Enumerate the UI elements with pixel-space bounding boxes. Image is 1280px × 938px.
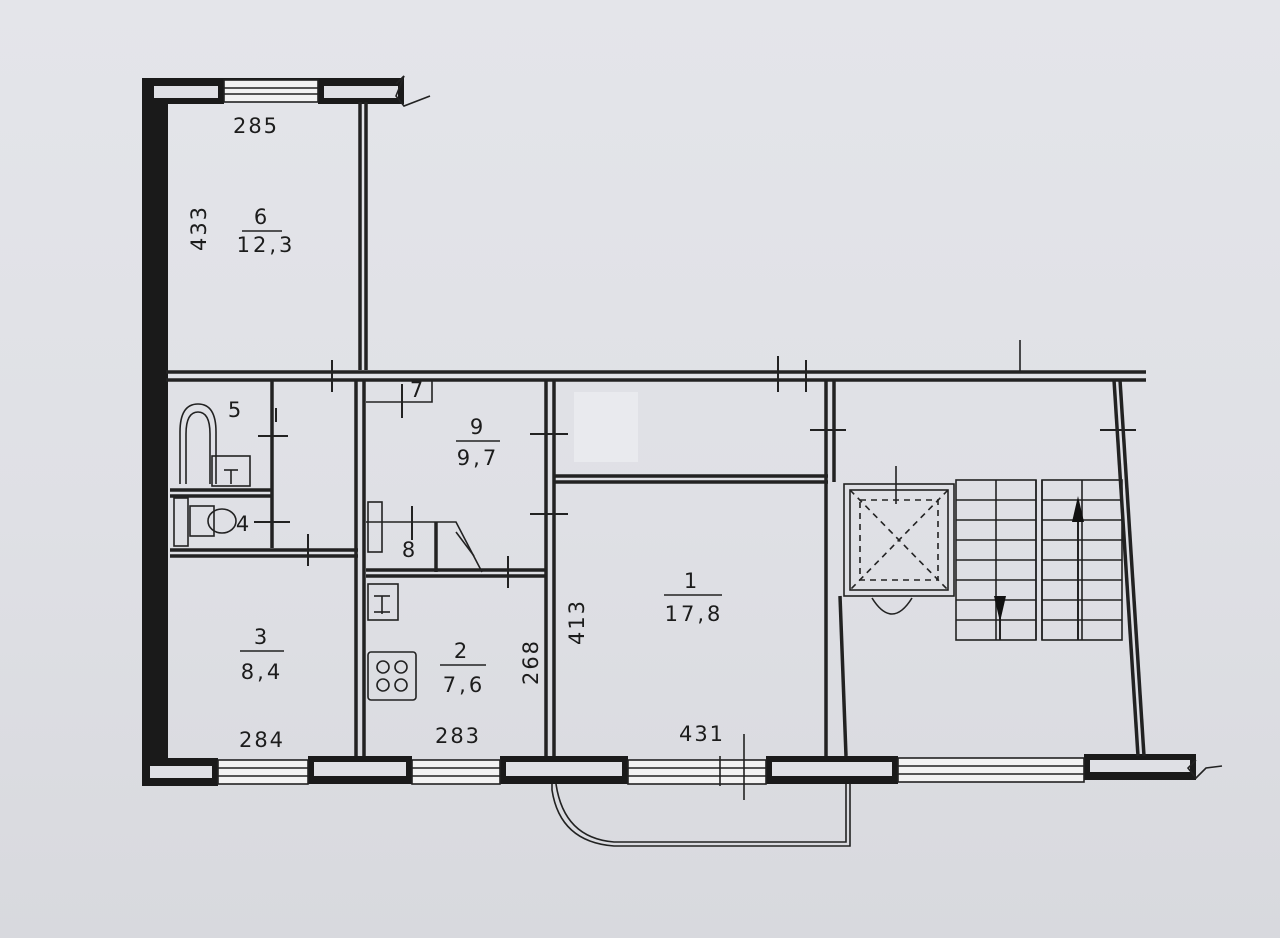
windows (217, 79, 1085, 786)
kitchen-sink-icon (367, 583, 399, 621)
dimension-284: 284 (239, 728, 285, 752)
balcony (551, 734, 851, 847)
room-8-number: 8 (402, 538, 418, 562)
outer-walls (142, 75, 1223, 786)
staircase (955, 479, 1123, 641)
interior-walls (166, 102, 1146, 757)
room-3-number: 3 (254, 625, 270, 649)
room-6-number: 6 (254, 205, 270, 229)
bathtub-icon (179, 403, 217, 484)
room-7-number: 7 (410, 378, 426, 402)
fixtures (173, 392, 638, 701)
toilet-icon (173, 497, 237, 547)
bath-sink-icon (211, 455, 251, 487)
dimension-268: 268 (519, 639, 543, 685)
dimension-413: 413 (565, 599, 589, 645)
stove-icon (367, 651, 417, 701)
room-5-number: 5 (228, 398, 244, 422)
room-9-number: 9 (470, 415, 486, 439)
room-1-area: 17,8 (665, 602, 724, 626)
dimension-283: 283 (435, 724, 481, 748)
room-labels: 6 12,3 5 4 7 8 9 9,7 3 8,4 2 7,6 1 17,8 (228, 205, 724, 697)
dimension-431: 431 (679, 722, 725, 746)
room-6-area: 12,3 (237, 233, 296, 257)
room-2-area: 7,6 (443, 673, 485, 697)
door-marks (254, 356, 1136, 588)
stair-arrows (994, 496, 1084, 640)
room-1-number: 1 (684, 569, 700, 593)
room-4-number: 4 (236, 512, 252, 536)
dimension-433: 433 (187, 205, 211, 251)
room-9-area: 9,7 (457, 446, 499, 470)
elevator-shaft (843, 466, 955, 615)
room-2-number: 2 (454, 639, 470, 663)
dimension-labels: 285 433 284 283 268 413 431 (187, 114, 725, 752)
room-3-area: 8,4 (241, 660, 283, 684)
dimension-285: 285 (233, 114, 279, 138)
